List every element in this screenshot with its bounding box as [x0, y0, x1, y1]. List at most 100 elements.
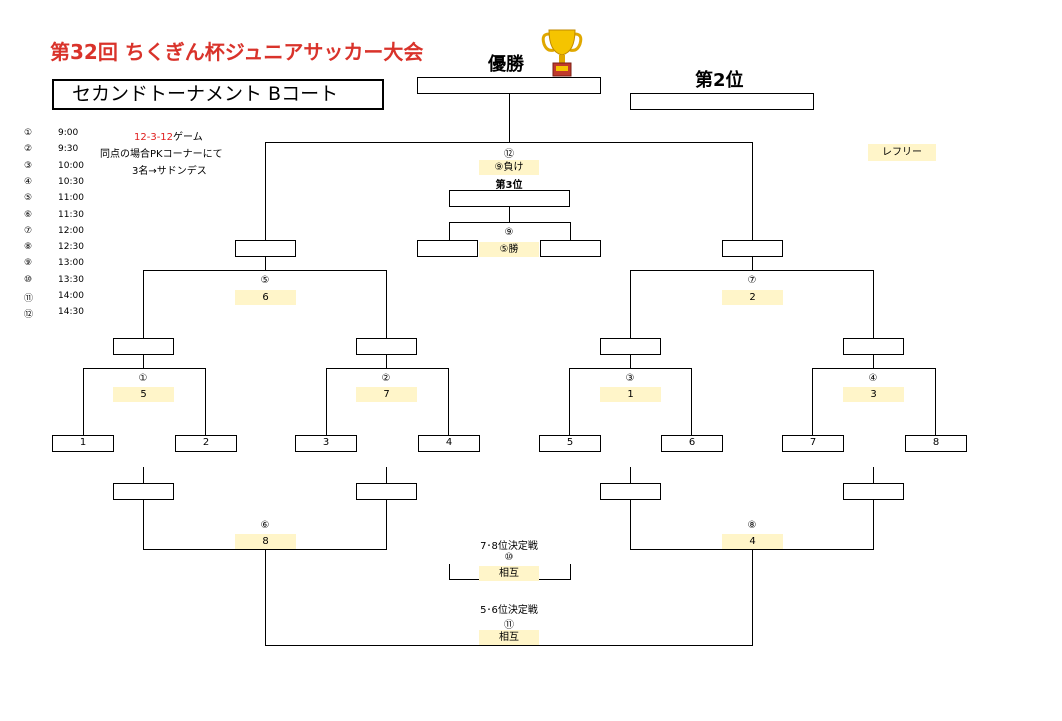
game-format-time: 12-3-12	[134, 132, 174, 143]
schedule-match-number: ⑧	[24, 242, 33, 253]
champion-label: 優勝	[488, 54, 524, 75]
pk-rule: 同点の場合PKコーナーにて	[100, 149, 223, 160]
bracket-line	[265, 549, 266, 646]
qf2-winner-box	[356, 338, 417, 355]
match-7-number: ⑦	[747, 275, 757, 286]
sudden-death-rule: 3名→サドンデス	[132, 166, 207, 177]
qf4-loser-box	[843, 483, 904, 500]
bracket-line	[812, 368, 813, 436]
match-3-referee: 1	[600, 387, 661, 402]
qf4-winner-box	[843, 338, 904, 355]
match-2-referee: 7	[356, 387, 417, 402]
match-10-number: ⑩	[504, 552, 514, 563]
schedule-time: 11:00	[58, 193, 84, 204]
match-9-number: ⑨	[504, 227, 514, 238]
bracket-line	[448, 368, 449, 436]
bracket-line	[449, 564, 450, 580]
match-12-referee: ⑨負け	[479, 160, 539, 175]
schedule-time: 13:30	[58, 274, 84, 285]
bracket-line	[143, 270, 387, 271]
bracket-line	[630, 500, 631, 550]
team-slot-5: 5	[539, 435, 601, 452]
bracket-line	[143, 500, 144, 550]
team-slot-3: 3	[295, 435, 357, 452]
schedule-time: 10:00	[58, 160, 84, 171]
schedule-time: 13:00	[58, 258, 84, 269]
bracket-line	[386, 270, 387, 339]
bracket-line	[326, 368, 327, 436]
bracket-line	[752, 257, 753, 271]
game-format-suffix: ゲーム	[173, 132, 203, 143]
schedule-match-number: ③	[24, 160, 33, 171]
match-10-referee: 相互	[479, 566, 539, 581]
schedule-time: 14:30	[58, 307, 84, 318]
third-place-box	[449, 190, 570, 207]
schedule-time: 12:30	[58, 242, 84, 253]
match-3-number: ③	[625, 373, 635, 384]
bracket-line	[449, 222, 571, 223]
schedule-match-number: ⑥	[24, 209, 33, 220]
third-place-slot-left	[417, 240, 478, 257]
team-slot-8: 8	[905, 435, 967, 452]
bracket-line	[570, 222, 571, 241]
second-place-box	[630, 93, 814, 110]
bracket-line	[569, 368, 570, 436]
bracket-line	[509, 94, 510, 143]
match-8-number: ⑧	[747, 520, 757, 531]
team-slot-4: 4	[418, 435, 480, 452]
bracket-line	[630, 270, 874, 271]
bracket-line	[83, 368, 206, 369]
match-11-label: 5･6位決定戦	[480, 605, 538, 616]
qf1-loser-box	[113, 483, 174, 500]
qf2-loser-box	[356, 483, 417, 500]
bracket-line	[630, 355, 631, 369]
match-8-referee: 4	[722, 534, 783, 549]
tournament-title: 第32回 ちくぎん杯ジュニアサッカー大会	[50, 40, 424, 64]
match-4-referee: 3	[843, 387, 904, 402]
schedule-match-number: ⑩	[24, 274, 33, 285]
bracket-line	[935, 368, 936, 436]
bracket-line	[386, 467, 387, 484]
schedule-match-number: ⑨	[24, 258, 33, 269]
schedule-match-number: ①	[24, 128, 33, 138]
bracket-line	[265, 142, 753, 143]
schedule-time: 12:00	[58, 225, 84, 236]
bracket-line	[83, 368, 84, 436]
match-6-number: ⑥	[260, 520, 270, 531]
match-12-number: ⑫	[504, 149, 514, 160]
match-1-number: ①	[138, 373, 148, 384]
match-5-number: ⑤	[260, 275, 270, 286]
bracket-line	[449, 222, 450, 241]
bracket-line	[873, 355, 874, 369]
bracket-line	[265, 257, 266, 271]
game-format: 12-3-12ゲーム	[134, 128, 203, 143]
bracket-line	[630, 467, 631, 484]
schedule-match-number: ⑦	[24, 225, 33, 236]
bracket-line	[570, 564, 571, 580]
second-place-label: 第2位	[695, 70, 744, 91]
match-1-referee: 5	[113, 387, 174, 402]
bracket-line	[569, 368, 692, 369]
trophy-icon	[541, 29, 583, 77]
bracket-line	[691, 368, 692, 436]
match-11-number: ⑪	[504, 620, 514, 631]
match-5-referee: 6	[235, 290, 296, 305]
schedule-time: 9:00	[58, 128, 79, 138]
bracket-line	[873, 467, 874, 484]
match-11-referee: 相互	[479, 630, 539, 645]
bracket-line	[326, 368, 449, 369]
qf3-loser-box	[600, 483, 661, 500]
schedule-match-number: ②	[24, 144, 33, 155]
qf1-winner-box	[113, 338, 174, 355]
team-slot-2: 2	[175, 435, 237, 452]
bracket-line	[509, 207, 510, 223]
court-subtitle: セカンドトーナメント Bコート	[52, 79, 384, 110]
bracket-line	[752, 549, 753, 646]
bracket-line	[386, 500, 387, 550]
bracket-line	[143, 270, 144, 339]
bracket-line	[873, 500, 874, 550]
bracket-line	[630, 270, 631, 339]
bracket-line	[265, 142, 266, 241]
schedule-time: 11:30	[58, 209, 84, 220]
bracket-line	[752, 142, 753, 241]
